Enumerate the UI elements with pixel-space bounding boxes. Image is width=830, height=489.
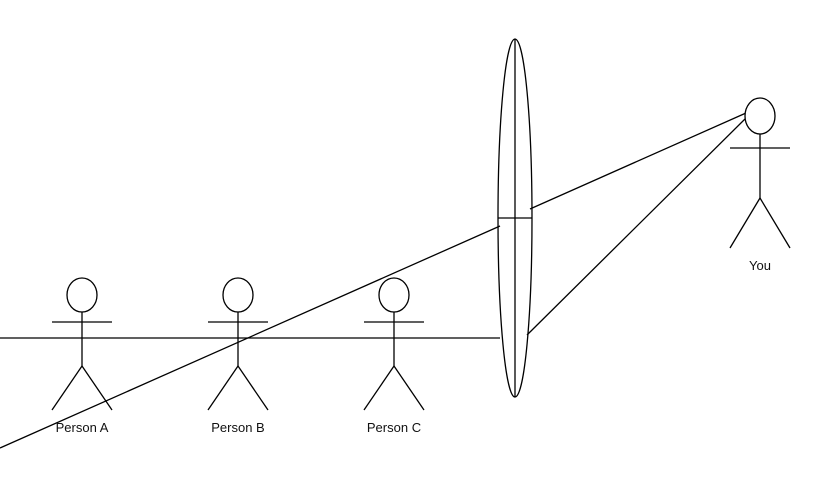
label-you: You — [749, 258, 771, 273]
stick-figure-person-a — [51, 277, 113, 411]
head — [222, 277, 254, 313]
left-leg — [363, 365, 395, 411]
left-leg — [51, 365, 83, 411]
right-leg — [81, 365, 113, 411]
head — [744, 97, 776, 135]
head — [378, 277, 410, 313]
upper-ray-line — [529, 112, 747, 210]
stick-figure-you — [729, 97, 791, 249]
lower-ray-line — [526, 117, 747, 336]
head — [66, 277, 98, 313]
right-leg — [759, 197, 791, 249]
left-leg — [207, 365, 239, 411]
label-person-a: Person A — [56, 420, 109, 435]
label-person-b: Person B — [211, 420, 264, 435]
left-leg — [729, 197, 761, 249]
right-leg — [237, 365, 269, 411]
stick-figure-person-b — [207, 277, 269, 411]
stick-figure-person-c — [363, 277, 425, 411]
right-leg — [393, 365, 425, 411]
label-person-c: Person C — [367, 420, 421, 435]
lens — [497, 38, 533, 398]
diagonal-sight-line — [0, 225, 501, 449]
